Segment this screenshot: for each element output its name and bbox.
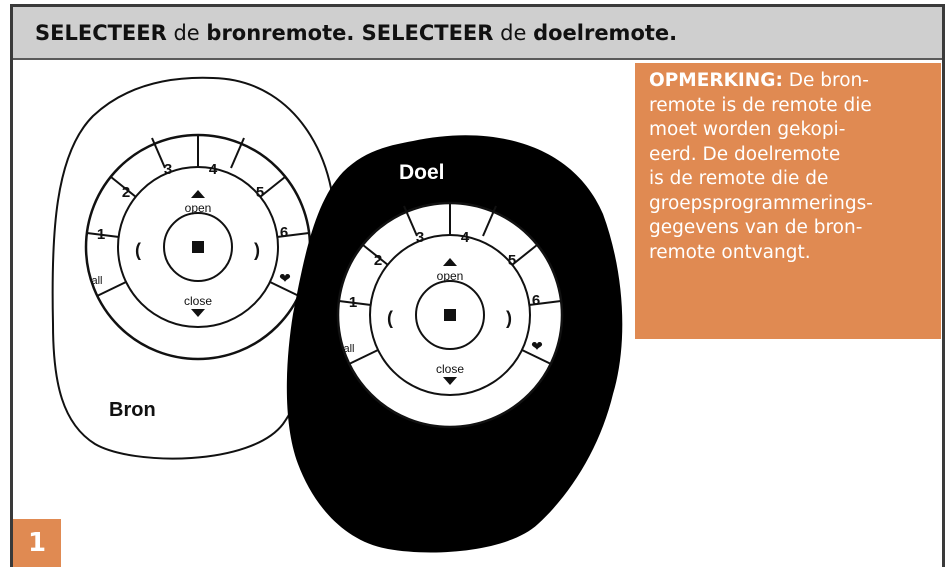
source-button-4[interactable]: 4 bbox=[209, 161, 218, 178]
remotes-illustration: 1 2 3 4 5 6 all ❤ open close ( ) Bron Do… bbox=[51, 76, 623, 553]
source-button-5[interactable]: 5 bbox=[256, 184, 264, 201]
target-button-3[interactable]: 3 bbox=[416, 229, 424, 246]
target-button-4[interactable]: 4 bbox=[461, 229, 470, 246]
source-dial bbox=[84, 133, 312, 361]
instruction-panel: 1 2 3 4 5 6 all ❤ open close ( ) Bron Do… bbox=[10, 4, 945, 567]
target-down-arrow-icon bbox=[443, 377, 457, 385]
target-label-close: close bbox=[436, 362, 464, 376]
source-button-6[interactable]: 6 bbox=[280, 224, 288, 241]
source-label-close: close bbox=[184, 294, 212, 308]
note-line-4: is de remote die de bbox=[649, 168, 829, 189]
source-button-1[interactable]: 1 bbox=[97, 226, 105, 243]
source-button-2[interactable]: 2 bbox=[122, 184, 130, 201]
source-label-open: open bbox=[185, 201, 212, 215]
header-select-1: SELECTEER bbox=[35, 20, 167, 45]
note-line-6: gegevens van de bron- bbox=[649, 217, 863, 238]
header-select-2: SELECTEER bbox=[354, 20, 494, 45]
note-line-0: De bron- bbox=[782, 70, 869, 91]
source-rotate-right-icon[interactable]: ) bbox=[254, 240, 260, 260]
target-remote-label: Doel bbox=[399, 161, 445, 184]
header-source: bronremote. bbox=[206, 20, 355, 45]
source-button-all[interactable]: all bbox=[91, 275, 102, 287]
source-up-arrow-icon bbox=[191, 190, 205, 198]
source-button-3[interactable]: 3 bbox=[164, 161, 172, 178]
target-button-6[interactable]: 6 bbox=[532, 292, 540, 309]
target-button-all[interactable]: all bbox=[343, 343, 354, 355]
target-rotate-right-icon[interactable]: ) bbox=[506, 308, 512, 328]
target-rotate-left-icon[interactable]: ( bbox=[387, 308, 393, 328]
note-label: OPMERKING: bbox=[649, 70, 783, 91]
instruction-header: SELECTEER de bronremote. SELECTEER de do… bbox=[13, 4, 942, 60]
target-button-5[interactable]: 5 bbox=[508, 252, 516, 269]
target-button-2[interactable]: 2 bbox=[374, 252, 382, 269]
note-box: OPMERKING: De bron- remote is de remote … bbox=[635, 63, 941, 339]
target-heart-icon[interactable]: ❤ bbox=[531, 338, 543, 354]
note-line-1: remote is de remote die bbox=[649, 94, 872, 116]
target-button-1[interactable]: 1 bbox=[349, 294, 357, 311]
header-de-2: de bbox=[493, 20, 534, 45]
header-de-1: de bbox=[166, 20, 207, 45]
target-up-arrow-icon bbox=[443, 258, 457, 266]
target-label-open: open bbox=[437, 269, 464, 283]
source-down-arrow-icon bbox=[191, 309, 205, 317]
note-line-3: eerd. De doelremote bbox=[649, 143, 841, 165]
note-line-7: remote ontvangt. bbox=[649, 241, 811, 263]
note-line-2: moet worden gekopi- bbox=[649, 119, 846, 140]
source-heart-icon[interactable]: ❤ bbox=[279, 270, 291, 286]
target-dial bbox=[336, 201, 564, 429]
source-rotate-left-icon[interactable]: ( bbox=[135, 240, 141, 260]
source-remote-label: Bron bbox=[109, 399, 156, 421]
note-line-5: groepsprogrammerings- bbox=[649, 192, 873, 214]
header-target: doelremote. bbox=[533, 20, 678, 45]
step-number-badge: 1 bbox=[13, 519, 61, 567]
